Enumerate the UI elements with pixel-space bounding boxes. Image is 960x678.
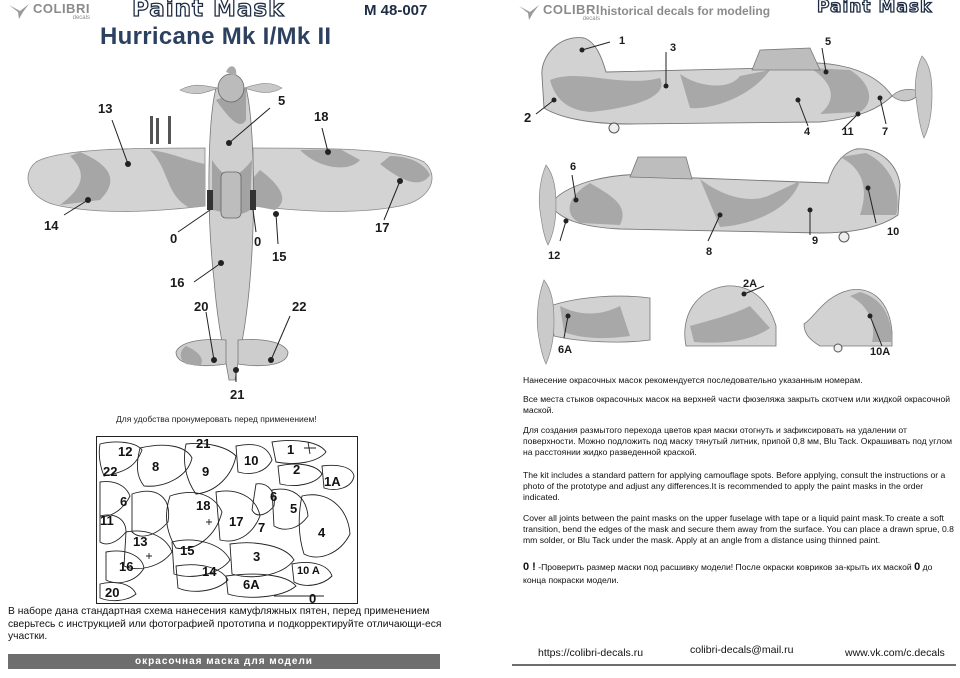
aircraft-left-profile: [535, 37, 933, 139]
colibri-logo-right: COLIBRI decals: [518, 3, 600, 22]
callout-12: 12: [548, 250, 561, 262]
mask-piece-7: 7: [258, 520, 266, 535]
instruction-6: 0 ! -Проверить размер маски под расшивку…: [523, 561, 955, 586]
instruction-1: Нанесение окрасочных масок рекомендуется…: [523, 375, 863, 385]
mask-piece-6-a: 6: [120, 494, 128, 509]
callout-14: 14: [44, 218, 59, 233]
mask-piece-5: 5: [290, 501, 298, 516]
mask-piece-3: 3: [253, 549, 261, 564]
numbering-hint: Для удобства пронумеровать перед примене…: [116, 414, 317, 424]
callout-20: 20: [194, 299, 209, 314]
mask-piece-22: 22: [103, 464, 118, 479]
mask-piece-18: 18: [196, 498, 211, 513]
mask-piece-10a: 10 A: [297, 565, 320, 577]
mask-piece-16: 16: [119, 559, 134, 574]
mask-piece-12: 12: [118, 444, 133, 459]
callout-2: 2: [524, 110, 532, 125]
right-page: COLIBRI decals historical decals for mod…: [490, 0, 960, 678]
left-description: В наборе дана стандартная схема нанесени…: [8, 606, 442, 643]
hummingbird-icon: [9, 4, 29, 19]
callout-5: 5: [278, 93, 286, 108]
aircraft-top-view: [27, 66, 433, 382]
instruction-3: Для создания размытого перехода цветов к…: [523, 425, 953, 457]
aircraft-right-profile: [538, 148, 901, 246]
callout-10: 10: [887, 226, 900, 238]
callout-0-left: 0: [170, 231, 178, 246]
email-link[interactable]: colibri-decals@mail.ru: [690, 644, 794, 656]
callout-0-right: 0: [254, 234, 262, 249]
callout-11: 11: [842, 126, 854, 138]
instruction-6-text-a: -Проверить размер маски под расшивку мод…: [535, 562, 915, 572]
mask-piece-1: 1: [287, 442, 295, 457]
website-link[interactable]: https://colibri-decals.ru: [538, 647, 644, 659]
product-code: M 48-007: [364, 2, 428, 19]
footer-divider: [512, 664, 956, 666]
callout-15: 15: [272, 249, 287, 264]
callout-3: 3: [670, 42, 677, 54]
instruction-6-zero-2: 0: [914, 561, 921, 573]
instruction-6-zero: 0 !: [523, 561, 536, 573]
mask-piece-17: 17: [229, 514, 244, 529]
mask-piece-1a: 1A: [324, 474, 341, 489]
mask-piece-11: 11: [100, 513, 114, 528]
mask-piece-0: 0: [309, 591, 317, 606]
colibri-logo: COLIBRI decals: [8, 2, 90, 21]
aircraft-detail-views: [536, 279, 893, 365]
callout-10a: 10A: [870, 346, 891, 358]
callout-5-right: 5: [825, 36, 832, 48]
tagline: historical decals for modeling: [600, 4, 771, 18]
callout-18: 18: [314, 109, 329, 124]
callout-6a: 6A: [558, 344, 573, 356]
logo-sub: decals: [72, 15, 90, 21]
callout-2a: 2A: [743, 278, 758, 290]
instruction-4: The kit includes a standard pattern for …: [523, 470, 946, 502]
callout-1: 1: [619, 35, 626, 47]
callout-16: 16: [170, 275, 185, 290]
mask-piece-2: 2: [293, 462, 301, 477]
mask-piece-13: 13: [133, 534, 148, 549]
mask-piece-10: 10: [244, 453, 259, 468]
mask-piece-21: 21: [196, 436, 211, 451]
logo-brand: COLIBRI: [33, 1, 90, 16]
instruction-2: Все места стыков окрасочных масок на вер…: [523, 394, 951, 415]
mask-piece-6-b: 6: [270, 489, 278, 504]
instruction-5: Cover all joints between the paint masks…: [523, 513, 954, 545]
callout-6: 6: [570, 161, 577, 173]
header-title: Paint Mask: [131, 0, 285, 23]
mask-piece-8: 8: [152, 459, 160, 474]
logo-sub-right: decals: [582, 16, 600, 22]
header-title-right: Paint Mask: [816, 0, 933, 18]
callout-4: 4: [804, 126, 811, 138]
callout-9: 9: [812, 235, 819, 247]
callout-17: 17: [375, 220, 390, 235]
instruction-6-text-b: до конца покраски модели.: [523, 562, 933, 585]
callout-21: 21: [230, 387, 245, 402]
callout-22: 22: [292, 299, 307, 314]
mask-piece-20: 20: [105, 585, 120, 600]
callout-8: 8: [706, 246, 713, 258]
mask-piece-9: 9: [202, 464, 210, 479]
mask-piece-15: 15: [180, 543, 195, 558]
bottom-band: окрасочная маска для модели: [8, 654, 440, 669]
logo-brand-right: COLIBRI: [543, 2, 600, 17]
callout-13: 13: [98, 101, 113, 116]
mask-piece-4: 4: [318, 525, 326, 540]
mask-piece-14: 14: [202, 564, 217, 579]
callout-7: 7: [882, 126, 889, 138]
page-title: Hurricane Mk I/Mk II: [100, 23, 332, 50]
mask-sheet: [96, 436, 358, 604]
vk-link[interactable]: www.vk.com/c.decals: [845, 647, 945, 659]
hummingbird-icon: [519, 5, 539, 20]
left-page: COLIBRI decals Paint Mask M 48-007 Hurri…: [0, 0, 470, 678]
mask-piece-6a: 6A: [243, 577, 260, 592]
